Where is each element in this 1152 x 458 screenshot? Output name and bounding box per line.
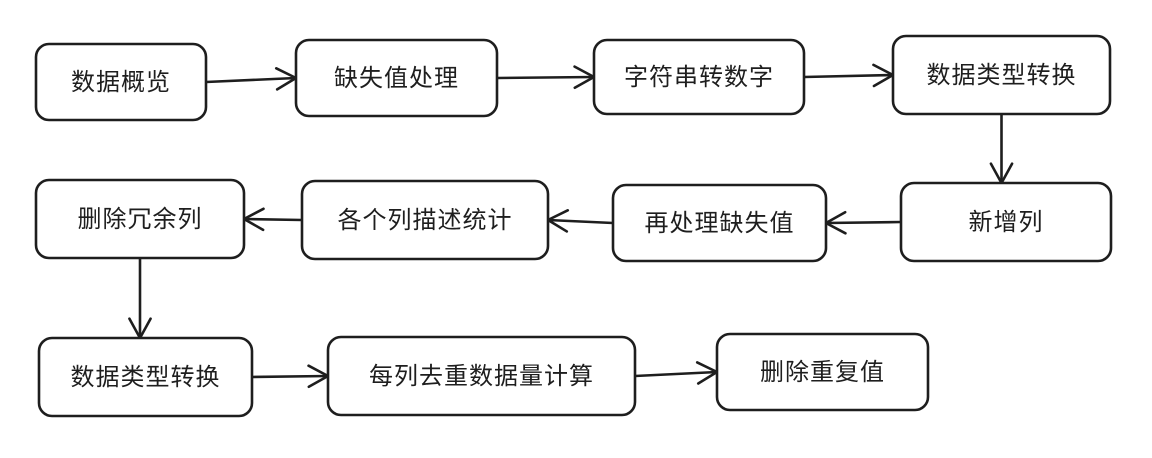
flow-node-box: [899, 181, 1113, 263]
flow-arrow-line: [633, 370, 719, 378]
flow-node-box: [34, 42, 208, 122]
flow-node-label: 缺失值处理: [334, 64, 459, 92]
flow-node-label: 数据概览: [71, 68, 171, 96]
flow-arrow-line: [242, 217, 304, 222]
flow-node-box: [326, 335, 637, 417]
flow-arrow-4: [989, 112, 1014, 185]
flow-node-label: 数据类型转换: [71, 363, 221, 391]
flow-node-label: 新增列: [969, 208, 1044, 236]
flow-arrow-6: [546, 209, 615, 233]
flow-node-label: 数据类型转换: [927, 61, 1077, 89]
flow-arrow-5: [824, 210, 903, 235]
flow-node-box: [300, 179, 550, 261]
flow-arrow-8: [128, 256, 152, 340]
flow-arrow-3: [802, 63, 895, 88]
flow-node-3: 字符串转数字: [592, 38, 806, 116]
flow-node-6: 再处理缺失值: [611, 183, 828, 263]
flow-node-10: 每列去重数据量计算: [326, 335, 637, 417]
flow-node-box: [294, 38, 499, 118]
flow-node-label: 各个列描述统计: [338, 206, 513, 234]
flow-node-label: 删除冗余列: [78, 205, 203, 233]
flow-arrow-1: [204, 67, 298, 91]
flow-arrow-line: [204, 76, 298, 84]
flow-node-8: 删除冗余列: [34, 178, 246, 260]
flow-arrow-10: [633, 361, 719, 385]
flow-node-box: [37, 336, 254, 418]
flow-arrow-2: [495, 65, 596, 90]
flow-node-4: 数据类型转换: [891, 34, 1112, 116]
flow-node-9: 数据类型转换: [37, 336, 254, 418]
flow-node-box: [34, 178, 246, 260]
flow-node-1: 数据概览: [34, 42, 208, 122]
flow-arrow-line: [824, 220, 903, 225]
flow-node-box: [592, 38, 806, 116]
flow-node-5: 新增列: [899, 181, 1113, 263]
flow-node-2: 缺失值处理: [294, 38, 499, 118]
flow-node-box: [715, 332, 930, 412]
flow-node-11: 删除重复值: [715, 332, 930, 412]
nodes-layer: 数据概览缺失值处理字符串转数字数据类型转换新增列再处理缺失值各个列描述统计删除冗…: [34, 34, 1113, 418]
flow-node-label: 字符串转数字: [624, 63, 774, 91]
flow-node-box: [611, 183, 828, 263]
flow-arrow-7: [242, 207, 304, 232]
flow-arrow-line: [250, 374, 330, 379]
flow-node-7: 各个列描述统计: [300, 179, 550, 261]
flow-node-box: [891, 34, 1112, 116]
flow-arrow-line: [495, 75, 596, 80]
flow-arrow-line: [546, 218, 615, 225]
flow-node-label: 每列去重数据量计算: [369, 362, 594, 390]
flow-arrow-line: [802, 73, 895, 79]
flow-arrow-9: [250, 364, 330, 389]
flow-node-label: 删除重复值: [760, 358, 885, 386]
flow-node-label: 再处理缺失值: [645, 209, 795, 237]
